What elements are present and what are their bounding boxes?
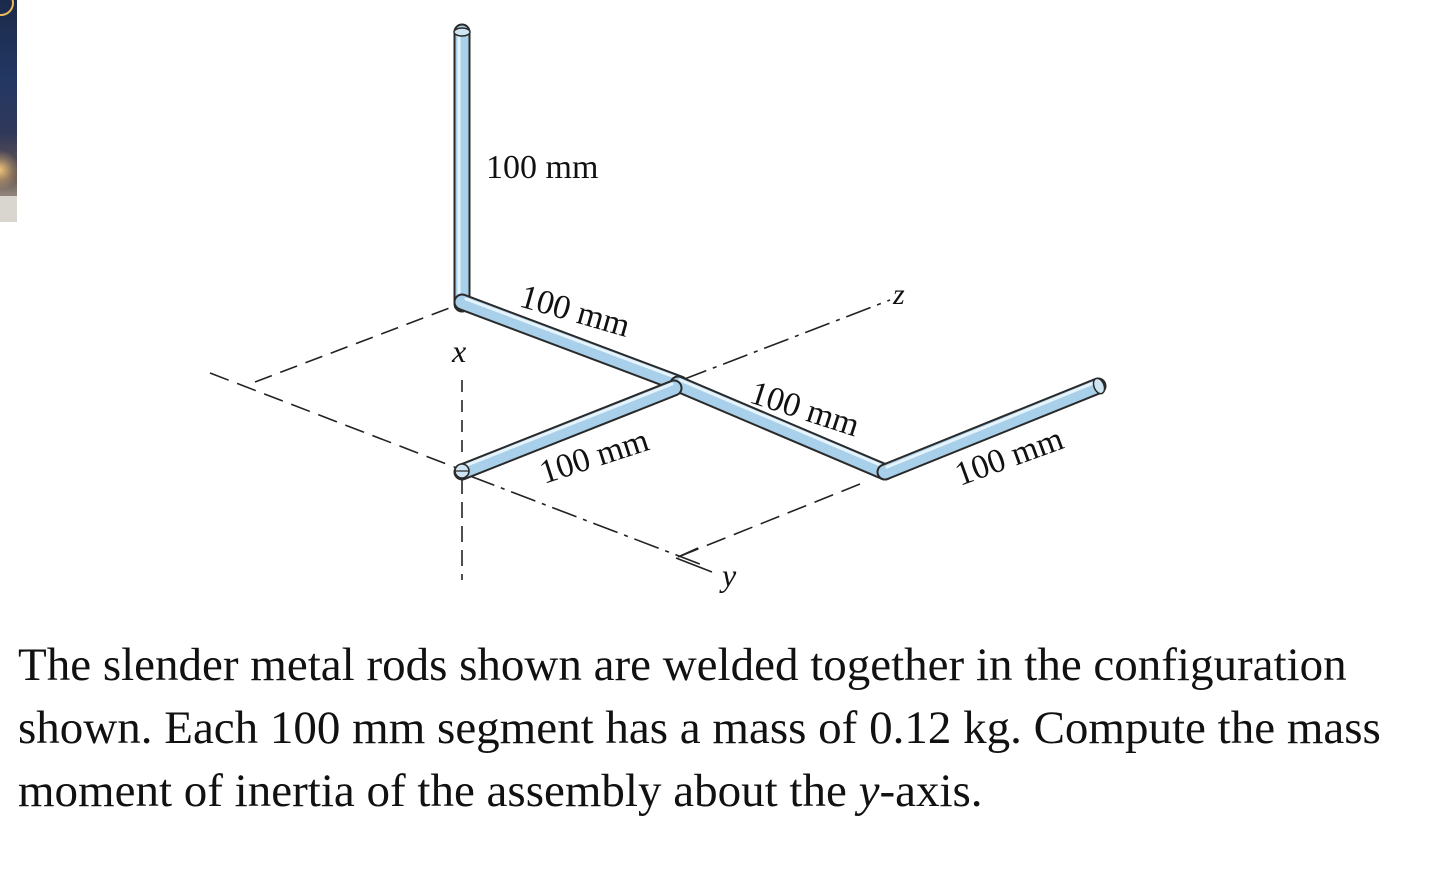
y-axis-tick-2: [677, 547, 699, 558]
problem-text-end: -axis.: [879, 765, 983, 817]
y-axis-line: [469, 475, 706, 567]
dashed-line-left-back: [254, 303, 461, 383]
axis-label-z: z: [892, 278, 905, 311]
axis-label-y: y: [719, 557, 737, 593]
dashed-line-return: [677, 483, 861, 558]
thumbnail-glow: [0, 150, 17, 190]
right-rod: [876, 377, 1107, 481]
upper-diagonal-rod: [453, 293, 689, 393]
thumbnail-image: [0, 0, 17, 222]
dashed-line-left-front: [209, 372, 463, 471]
middle-rod: [669, 375, 894, 481]
problem-statement: The slender metal rods shown are welded …: [18, 634, 1418, 823]
z-axis-line: [681, 299, 891, 381]
axis-lines: [209, 299, 891, 580]
vertical-rod: [453, 23, 471, 313]
thumbnail-strip: [0, 196, 17, 222]
axis-label-x: x: [451, 333, 466, 369]
problem-text-main: The slender metal rods shown are welded …: [18, 639, 1381, 817]
problem-variable: y: [858, 765, 880, 817]
lower-left-rod: [453, 379, 683, 481]
rod-assembly-diagram: 100 mm 100 mm 100 mm 100 mm 100 mm x y z: [209, 23, 1107, 593]
y-axis-tick: [675, 557, 713, 573]
label-vertical-rod: 100 mm: [486, 149, 598, 186]
rods: [453, 23, 1107, 481]
